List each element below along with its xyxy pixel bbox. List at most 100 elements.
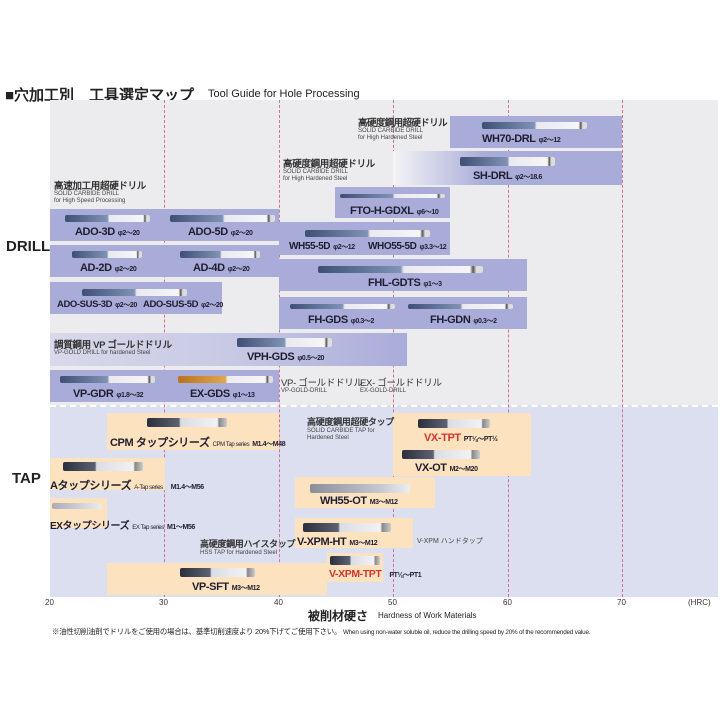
tool-range: PT⅛～PT1 bbox=[389, 572, 422, 579]
tap-image bbox=[310, 484, 410, 493]
footnote: ※油性切削油剤でドリルをご使用の場合は、基準切削速度より 20%下げてご使用下さ… bbox=[52, 626, 590, 637]
axis-tick: 60 bbox=[503, 598, 512, 607]
tool-name: WH70-DRL bbox=[482, 133, 536, 145]
tool-name: FH-GDS bbox=[308, 314, 348, 326]
group-sublabel: SOLID CARBIDE TAP for bbox=[307, 428, 375, 434]
tool-range: PT⅛～PT½ bbox=[463, 436, 498, 443]
drill-image bbox=[290, 304, 395, 309]
tool-name: WHO55-5D bbox=[368, 241, 417, 252]
tool-range: φ2～20 bbox=[117, 230, 140, 237]
group-sublabel: SOLID CARBIDE DRILL bbox=[54, 191, 120, 197]
drill-image bbox=[305, 230, 430, 237]
tool-range: M3～M12 bbox=[349, 540, 378, 547]
group-sublabel: VP-GOLD-DRILL bbox=[281, 388, 328, 394]
tool-name: FTO-H-GDXL bbox=[350, 205, 414, 217]
axis-unit: (HRC) bbox=[688, 598, 711, 607]
axis-tick: 30 bbox=[159, 598, 168, 607]
tool-range: M1～M56 bbox=[166, 524, 195, 531]
bar-ad bbox=[50, 245, 279, 277]
tool-range: M1.4～M56 bbox=[170, 484, 204, 491]
tool-name: EXタップシリーズ bbox=[50, 521, 130, 532]
bar-vph-gds bbox=[50, 333, 407, 366]
group-sublabel: HSS TAP for Hardened Steel bbox=[200, 550, 278, 556]
drill-image bbox=[237, 338, 332, 347]
tool-name: EX-GDS bbox=[190, 388, 230, 400]
tool-series-en: EX Tap series bbox=[132, 525, 164, 531]
tool-range: φ2～20 bbox=[114, 266, 137, 273]
tool-name: VP-GDR bbox=[73, 388, 114, 400]
drill-image bbox=[82, 289, 187, 296]
gridline bbox=[622, 100, 623, 597]
tap-image bbox=[330, 556, 380, 565]
tool-name: SH-DRL bbox=[473, 170, 513, 182]
tool-range: φ3.3～12 bbox=[419, 244, 447, 251]
tool-range: φ1～3 bbox=[423, 281, 442, 288]
group-label: 高硬度鋼用超硬ドリル bbox=[358, 118, 448, 129]
tool-name: FH-GDN bbox=[430, 314, 471, 326]
bar-wh70-drl bbox=[450, 116, 622, 148]
axis-tick: 70 bbox=[617, 598, 626, 607]
tool-range: φ2～20 bbox=[230, 230, 253, 237]
tap-image bbox=[180, 568, 255, 577]
tool-range: φ2～20 bbox=[201, 302, 223, 309]
tool-name: FHL-GDTS bbox=[368, 277, 421, 289]
tool-range: M3～M12 bbox=[231, 585, 260, 592]
tool-name: ADO-SUS-3D bbox=[57, 299, 113, 310]
bar-vp-gdr bbox=[50, 370, 279, 402]
group-sublabel: for High Hardened Steel bbox=[283, 176, 348, 182]
tool-range: φ1.8～32 bbox=[116, 392, 144, 399]
drill-image bbox=[72, 251, 142, 258]
group-label: 調質鋼用 VP ゴールドドリル bbox=[54, 340, 172, 351]
group-label: EX- ゴールドドリル bbox=[360, 378, 442, 389]
drill-image bbox=[482, 122, 587, 129]
drill-image bbox=[408, 304, 513, 309]
group-sublabel: Hardened Steel bbox=[307, 435, 349, 441]
group-sublabel: VP-GOLD DRILL for hardened Steel bbox=[54, 350, 151, 356]
tool-name: WH55-5D bbox=[289, 241, 331, 252]
drill-image bbox=[65, 215, 150, 222]
tool-series-en: A-Tap series bbox=[134, 485, 163, 491]
tool-name: V-XPM-TPT bbox=[329, 568, 382, 580]
tool-name: VX-OT bbox=[415, 462, 447, 474]
drill-image bbox=[178, 376, 273, 383]
tool-range: M2～M20 bbox=[449, 466, 478, 473]
tool-range: φ0.3～2 bbox=[350, 318, 375, 325]
tool-name: V-XPM-HT bbox=[297, 536, 347, 548]
footnote-jp: ※油性切削油剤でドリルをご使用の場合は、基準切削速度より 20%下げてご使用下さ… bbox=[52, 627, 342, 636]
axis-tick: 50 bbox=[388, 598, 397, 607]
group-label: 高硬度鋼用ハイスタップ bbox=[200, 539, 296, 549]
tool-name: VX-TPT bbox=[424, 432, 461, 444]
page-subtitle: Tool Guide for Hole Processing bbox=[208, 88, 360, 100]
tap-image bbox=[402, 450, 480, 459]
tool-label-v-xpm-tpt[interactable]: V-XPM-TPT PT⅛～PT1 bbox=[329, 568, 422, 580]
bar-fto-h-gdxl bbox=[335, 187, 450, 218]
tool-name: Aタップシリーズ bbox=[50, 480, 132, 492]
tap-image bbox=[63, 462, 143, 471]
axis-label-en: Hardness of Work Materials bbox=[378, 611, 477, 620]
